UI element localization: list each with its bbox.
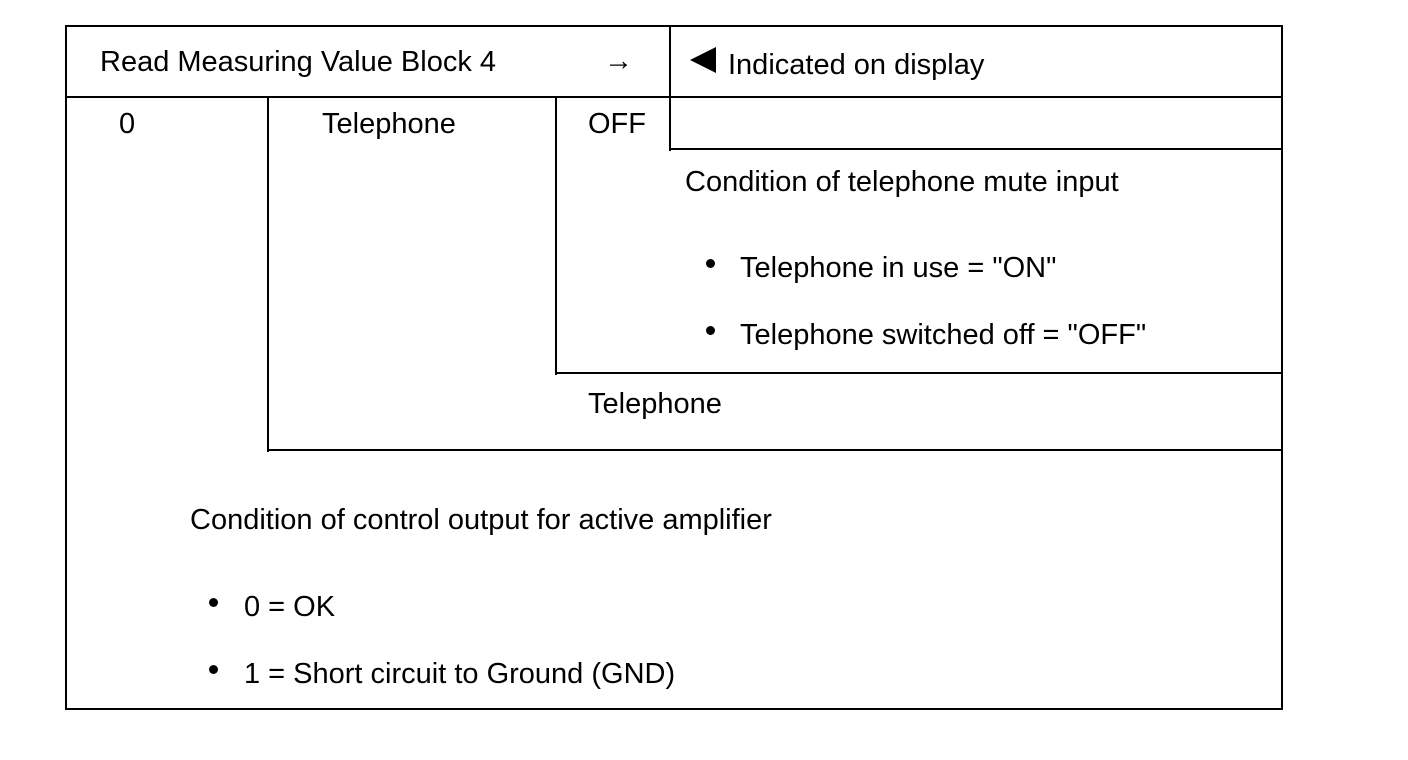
field2-description-label: Telephone — [588, 388, 722, 420]
amplifier-title: Condition of control output for active a… — [190, 504, 772, 536]
field2-value: OFF — [588, 108, 646, 140]
frame-bottom-border — [65, 708, 1283, 710]
header-divider — [65, 96, 1283, 98]
field1-name: Telephone — [322, 108, 456, 140]
mute-input-item: Telephone in use = "ON" — [740, 252, 1057, 284]
bullet-icon — [706, 326, 715, 335]
mute-input-title: Condition of telephone mute input — [685, 166, 1119, 198]
header-right-label: Indicated on display — [728, 49, 985, 81]
frame-right-border — [1281, 25, 1283, 710]
right-arrow-icon: → — [604, 45, 633, 77]
display-group-number: 0 — [119, 108, 136, 140]
bullet-icon — [706, 259, 715, 268]
field3-bottom-line — [669, 148, 1283, 150]
mute-input-item: Telephone switched off = "OFF" — [740, 319, 1147, 351]
field1-bottom-line — [267, 449, 1283, 451]
amplifier-item: 0 = OK — [244, 591, 336, 623]
frame-top-border — [65, 25, 1283, 27]
bullet-icon — [209, 665, 218, 674]
display-indicator-icon — [690, 47, 716, 73]
field2-bottom-line — [555, 372, 1283, 374]
amplifier-item: 1 = Short circuit to Ground (GND) — [244, 658, 676, 690]
bullet-icon — [209, 598, 218, 607]
frame-left-border — [65, 25, 67, 710]
header-column-divider — [669, 25, 671, 151]
header-left-label: Read Measuring Value Block 4 — [100, 46, 497, 78]
field1-left-divider — [267, 96, 269, 452]
field2-left-divider — [555, 96, 557, 375]
